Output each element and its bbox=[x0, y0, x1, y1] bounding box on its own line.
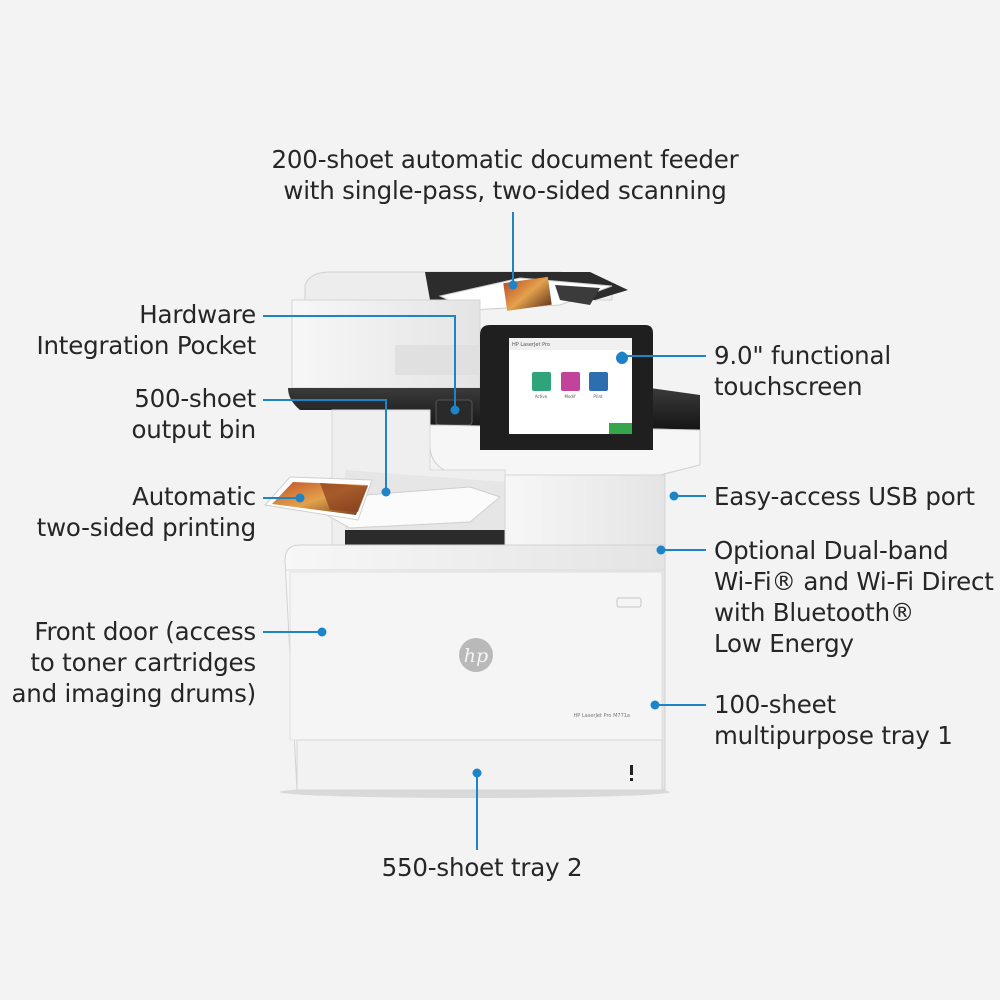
wifi-line-2: Wi-Fi® and Wi-Fi Direct bbox=[714, 567, 994, 596]
output-bin-line-1: 500-shoet bbox=[134, 384, 256, 413]
tray1-callout: 100-sheet multipurpose tray 1 bbox=[714, 689, 953, 751]
hip-callout: Hardware Integration Pocket bbox=[20, 299, 256, 361]
wifi-callout: Optional Dual-band Wi-Fi® and Wi-Fi Dire… bbox=[714, 535, 994, 659]
app-label-2: Print bbox=[593, 394, 603, 399]
tray2-callout-line bbox=[472, 768, 482, 850]
touchscreen-line-2: touchscreen bbox=[714, 372, 863, 401]
front-door-callout: Front door (access to toner cartridges a… bbox=[10, 616, 256, 709]
duplex-line-2: two-sided printing bbox=[36, 513, 257, 542]
touchscreen-callout: 9.0" functional touchscreen bbox=[714, 340, 891, 402]
wifi-line-1: Optional Dual-band bbox=[714, 536, 949, 565]
tray2-line-1: 550-shoet tray 2 bbox=[381, 853, 583, 882]
touchscreen-display[interactable]: HP LaserJet Pro Activo Modif Print bbox=[480, 325, 653, 450]
app-tile-2[interactable] bbox=[589, 372, 608, 391]
model-label: HP LaserJet Pro M771a bbox=[574, 713, 631, 719]
app-label-0: Activo bbox=[535, 394, 548, 399]
tray2-callout: 550-shoet tray 2 bbox=[332, 852, 632, 883]
printer-body: hp HP LaserJet Pro M771a bbox=[264, 271, 701, 798]
tray1-line-1: 100-sheet bbox=[714, 690, 836, 719]
usb-line-1: Easy-access USB port bbox=[714, 482, 975, 511]
duplex-callout-line bbox=[263, 493, 305, 503]
front-door-line-1: Front door (access bbox=[34, 617, 256, 646]
hip-line-2: Integration Pocket bbox=[36, 331, 256, 360]
tray1-callout-line bbox=[650, 700, 706, 710]
duplex-callout: Automatic two-sided printing bbox=[20, 481, 257, 543]
touchscreen-line-1: 9.0" functional bbox=[714, 341, 891, 370]
wifi-line-3: with Bluetooth® bbox=[714, 598, 915, 627]
screen-title: HP LaserJet Pro bbox=[512, 342, 550, 348]
output-bin-callout-line bbox=[263, 399, 391, 497]
usb-callout-line bbox=[669, 491, 706, 501]
front-door-line-3: and imaging drums) bbox=[11, 679, 256, 708]
adf-callout-line bbox=[508, 212, 518, 290]
output-bin-line-2: output bin bbox=[131, 415, 257, 444]
output-bin-callout: 500-shoet output bin bbox=[20, 383, 257, 445]
tray1-line-2: multipurpose tray 1 bbox=[714, 721, 953, 750]
duplex-line-1: Automatic bbox=[132, 482, 256, 511]
app-tile-1[interactable] bbox=[561, 372, 580, 391]
hp-logo: hp bbox=[459, 638, 493, 672]
adf-callout: 200-shoet automatic document feeder with… bbox=[270, 144, 740, 206]
touchscreen-callout-line bbox=[617, 351, 706, 361]
hip-line-1: Hardware bbox=[139, 300, 256, 329]
hip-callout-line bbox=[263, 315, 460, 415]
front-door-callout-line bbox=[263, 627, 327, 637]
svg-text:hp: hp bbox=[464, 645, 488, 667]
wifi-line-4: Low Energy bbox=[714, 629, 854, 658]
adf-line-2: with single-pass, two-sided scanning bbox=[283, 176, 727, 205]
front-door-line-2: to toner cartridges bbox=[30, 648, 256, 677]
callout-lines bbox=[263, 212, 706, 850]
app-tile-0[interactable] bbox=[532, 372, 551, 391]
app-label-1: Modif bbox=[565, 394, 577, 399]
wifi-callout-line bbox=[656, 545, 706, 555]
adf-line-1: 200-shoet automatic document feeder bbox=[271, 145, 739, 174]
duplex-photo bbox=[264, 476, 373, 521]
usb-callout: Easy-access USB port bbox=[714, 481, 975, 512]
